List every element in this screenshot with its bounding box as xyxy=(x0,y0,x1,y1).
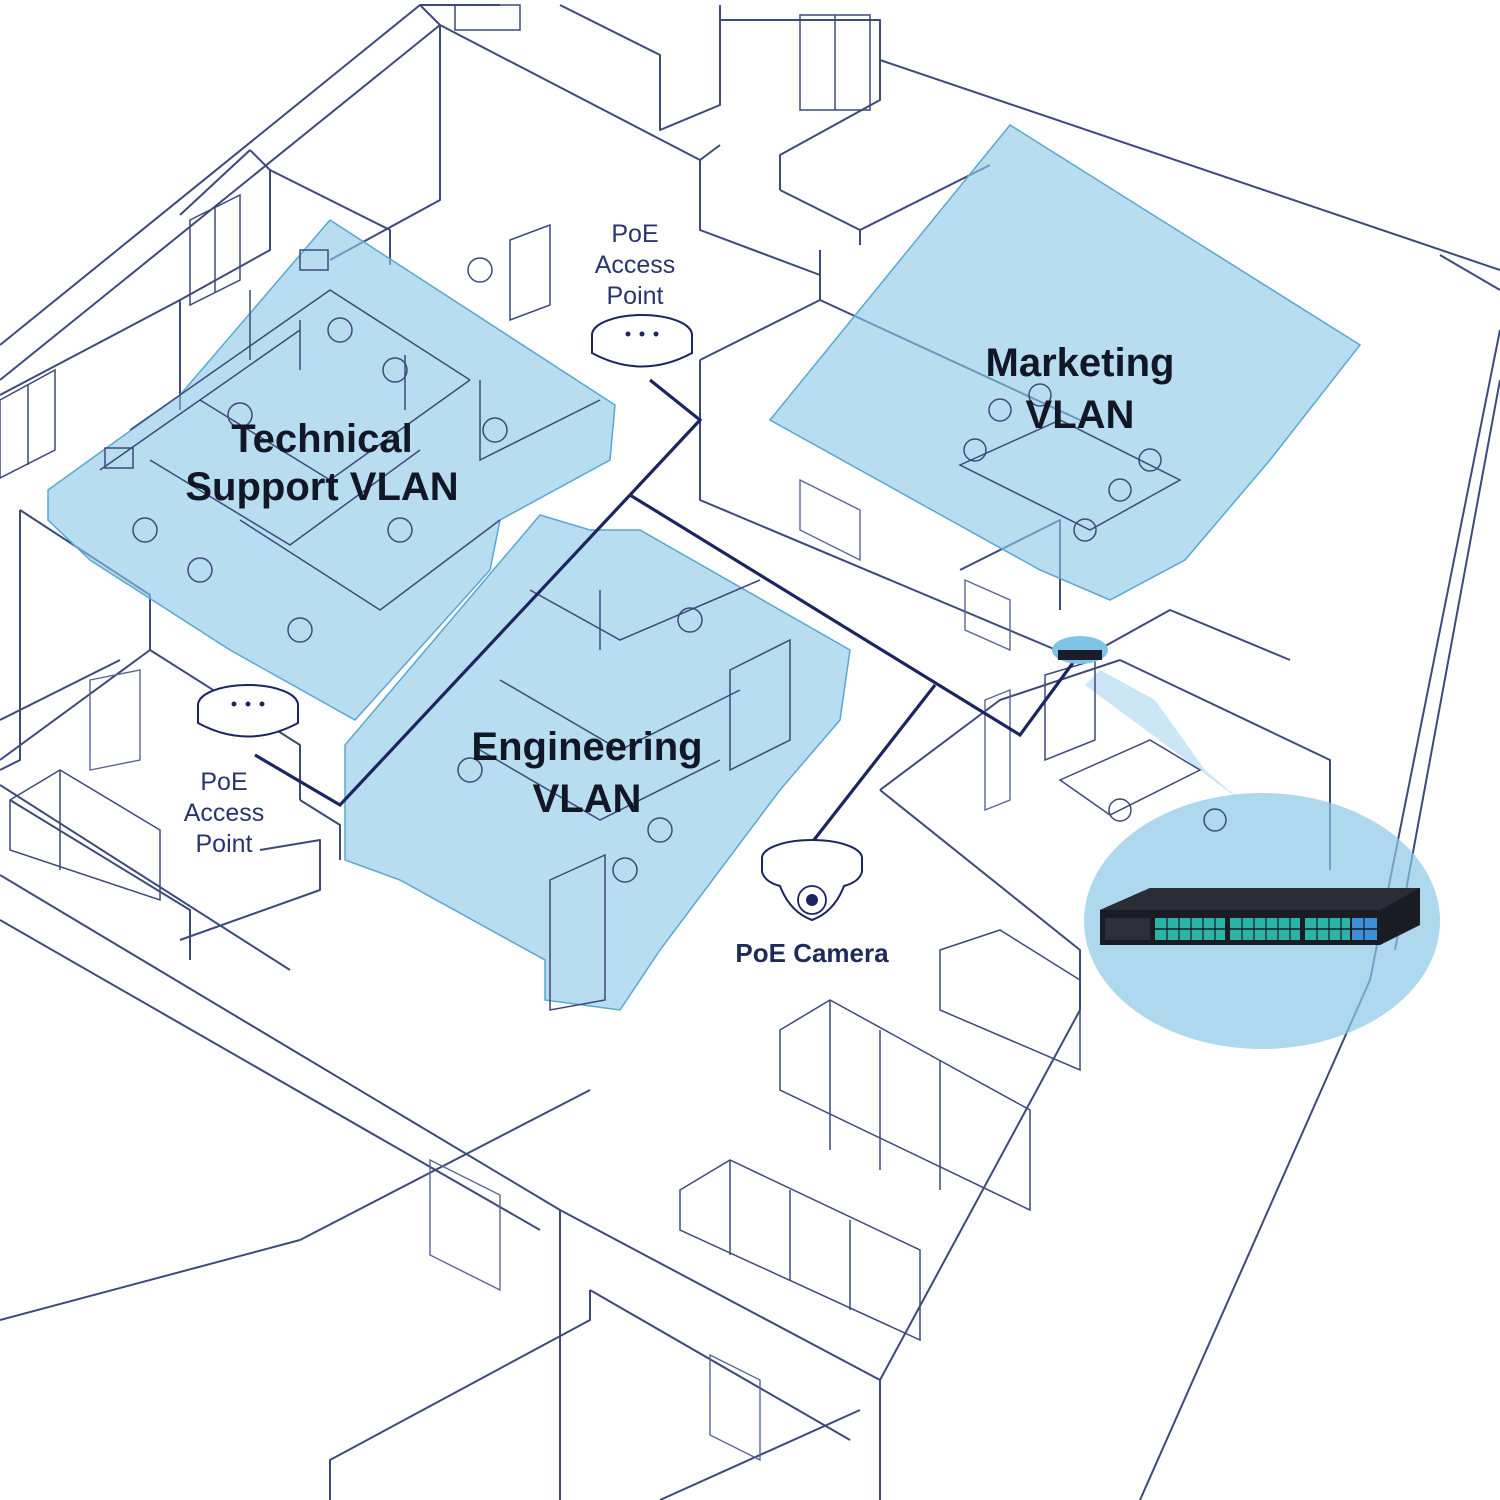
access-point-top xyxy=(591,314,693,368)
camera-icon xyxy=(761,839,863,922)
engineering-vlan-label-line1: Engineering xyxy=(471,725,702,769)
access-point-left-label-line3: Point xyxy=(196,830,253,858)
cable-ap-top-to-engineering xyxy=(628,378,703,497)
switch-small-icon xyxy=(1052,636,1108,664)
access-point-top-label-line2: Access xyxy=(595,251,676,279)
office-furniture xyxy=(99,223,1227,1011)
windows xyxy=(0,4,871,479)
access-point-left xyxy=(197,684,299,738)
poe-switch-icon xyxy=(1100,888,1420,945)
marketing-vlan-label-line1: Marketing xyxy=(986,341,1175,385)
switch-ports xyxy=(1155,918,1377,940)
technical-support-vlan-label-line1: Technical xyxy=(231,417,413,461)
cable-engineering-to-ap-left xyxy=(254,493,632,808)
cable-to-camera xyxy=(808,684,937,846)
access-point-left-label-line2: Access xyxy=(184,799,265,827)
access-point-top-label-line3: Point xyxy=(607,282,664,310)
access-point-left-label-line1: PoE xyxy=(200,768,247,796)
network-cables xyxy=(254,378,1077,846)
storage-shelves xyxy=(9,769,1081,1342)
camera-label: PoE Camera xyxy=(735,938,889,968)
cable-trunk-to-switch xyxy=(629,493,1077,738)
technical-support-vlan-label-line2: Support VLAN xyxy=(185,465,458,509)
access-point-top-label-line1: PoE xyxy=(611,220,658,248)
marketing-vlan-label-line2: VLAN xyxy=(1026,393,1135,437)
switch-zoom-bubble xyxy=(1085,670,1240,800)
technical-support-vlan-zone xyxy=(47,219,616,721)
engineering-vlan-label-line2: VLAN xyxy=(533,777,642,821)
marketing-vlan-zone xyxy=(768,124,1362,601)
